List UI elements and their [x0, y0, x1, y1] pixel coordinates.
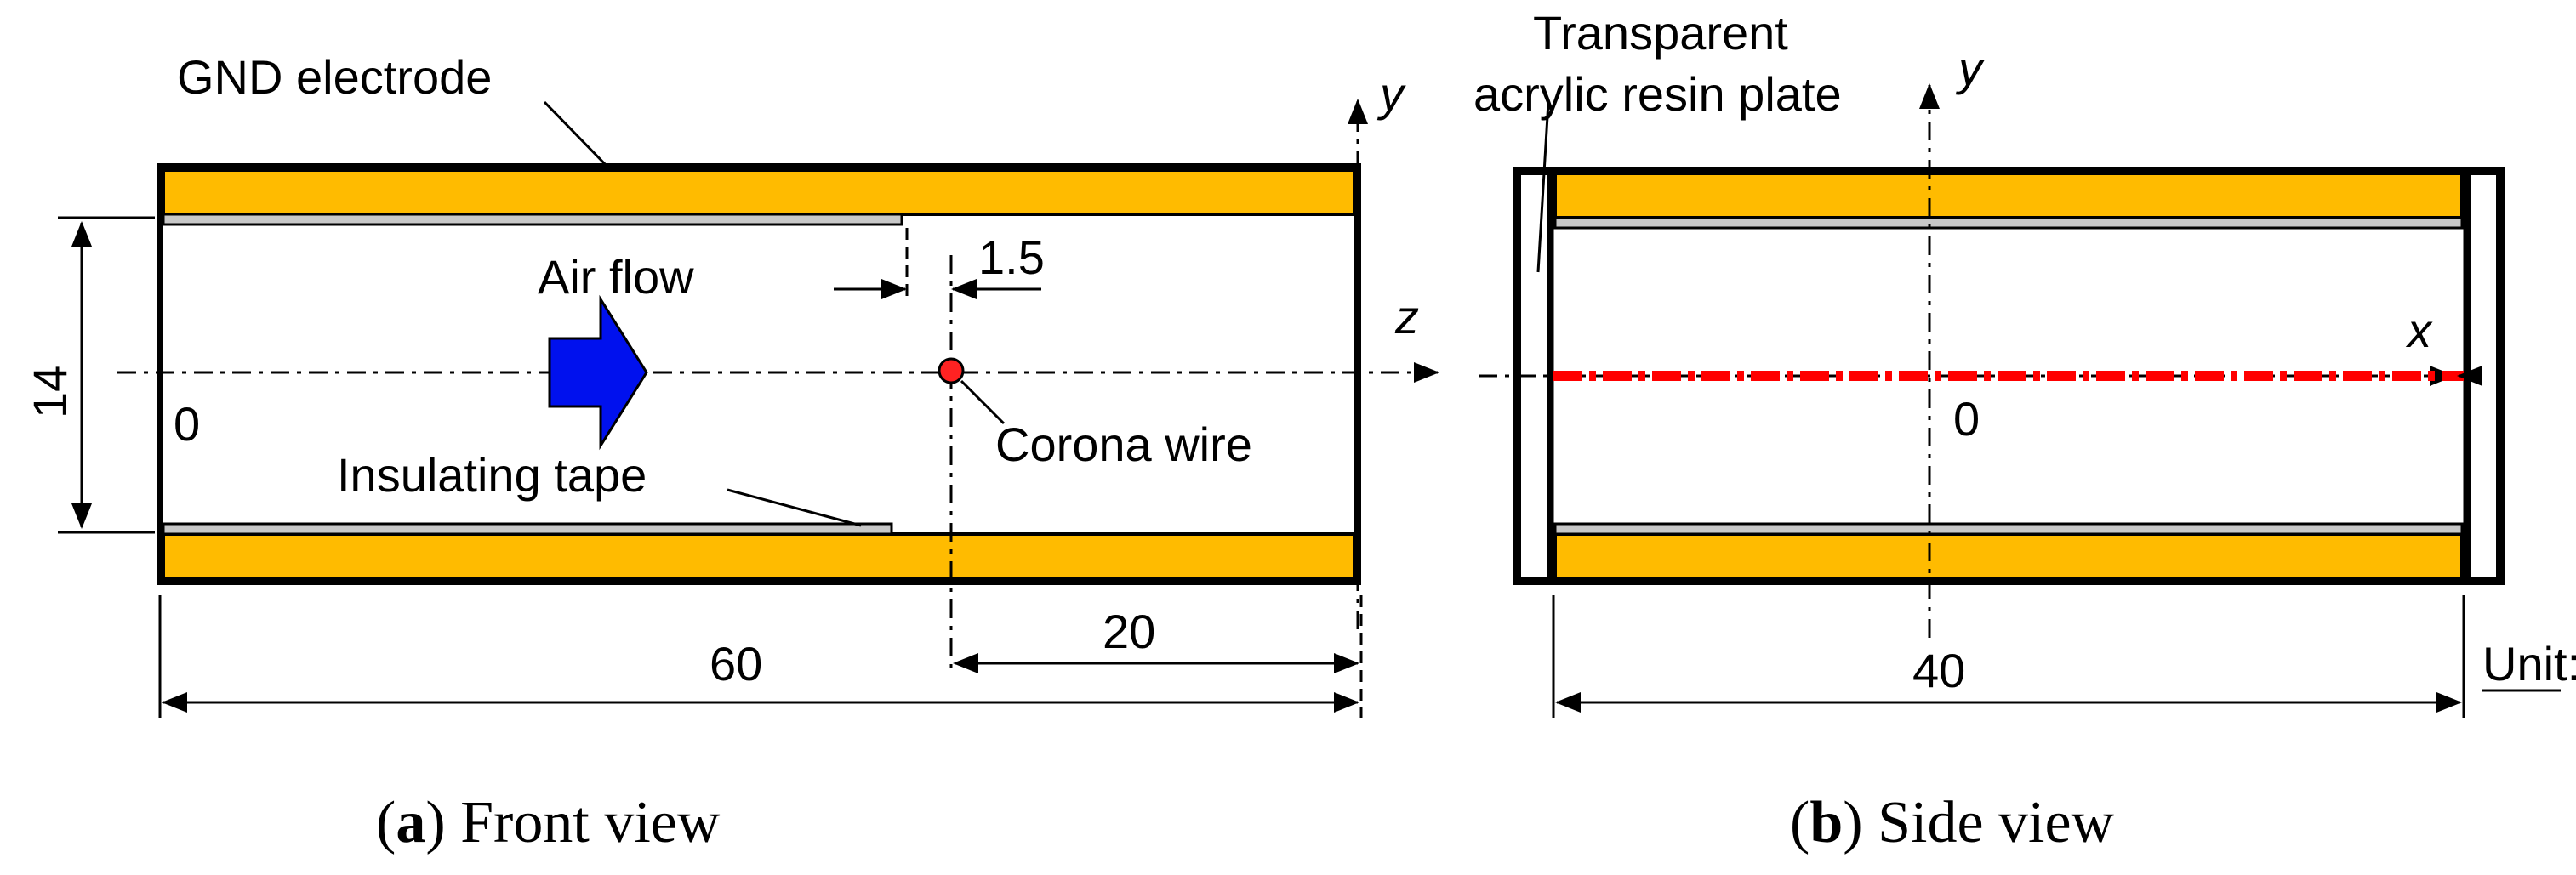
corona-wire-label: Corona wire — [995, 418, 1252, 471]
side-x-axis-label: x — [2405, 304, 2433, 357]
acrylic-plate-label-line2: acrylic resin plate — [1473, 67, 1842, 121]
front-insulating-tape-bottom — [162, 522, 893, 536]
gnd-electrode-label: GND electrode — [177, 50, 492, 104]
front-insulating-tape-top — [162, 213, 903, 226]
front-dim-60-label: 60 — [710, 637, 762, 690]
gnd-electrode-leader — [543, 100, 611, 170]
front-caption: (a) Front view — [376, 790, 721, 855]
corona-wire-dot — [938, 357, 965, 384]
front-view: z y 1.5 Air flow Corona wire 0 Insulatin… — [23, 50, 1439, 855]
front-z-axis-label: z — [1394, 290, 1419, 344]
side-y-axis-label: y — [1955, 42, 1985, 95]
side-acrylic-plate-right — [2467, 172, 2499, 580]
side-gnd-electrode-top — [1553, 172, 2464, 219]
front-caption-text: Front view — [460, 790, 721, 855]
front-y-axis-label: y — [1376, 67, 1406, 121]
acrylic-plate-label-line1: Transparent — [1533, 6, 1788, 60]
front-gnd-electrode-top — [162, 168, 1356, 216]
front-gnd-electrode-bottom — [162, 532, 1356, 580]
side-caption: (b) Side view — [1790, 790, 2115, 855]
front-caption-letter: a — [396, 790, 425, 855]
side-dim-40-label: 40 — [1912, 644, 1965, 697]
insulating-tape-leader — [727, 488, 862, 527]
front-height-label: 14 — [23, 366, 77, 418]
side-caption-letter: b — [1809, 790, 1843, 855]
acrylic-plate-leader — [1536, 101, 1550, 273]
side-caption-text: Side view — [1878, 790, 2114, 855]
side-view: x y 0 Transparent acrylic resin plate 40… — [1473, 6, 2576, 855]
side-insulating-tape-bottom — [1553, 522, 2464, 536]
insulating-tape-label: Insulating tape — [337, 448, 647, 502]
front-origin-label: 0 — [174, 397, 200, 451]
side-origin-label: 0 — [1953, 392, 1980, 446]
front-channel-outline — [157, 163, 1361, 585]
front-dim-20-label: 20 — [1103, 605, 1155, 658]
front-gap-label: 1.5 — [978, 230, 1045, 284]
corona-wire-leader — [960, 379, 1006, 425]
airflow-arrow — [548, 294, 648, 451]
side-gnd-electrode-bottom — [1553, 532, 2464, 580]
airflow-label: Air flow — [538, 250, 694, 304]
side-insulating-tape-top — [1553, 216, 2464, 230]
unit-label: Unit: mm — [2482, 637, 2576, 690]
